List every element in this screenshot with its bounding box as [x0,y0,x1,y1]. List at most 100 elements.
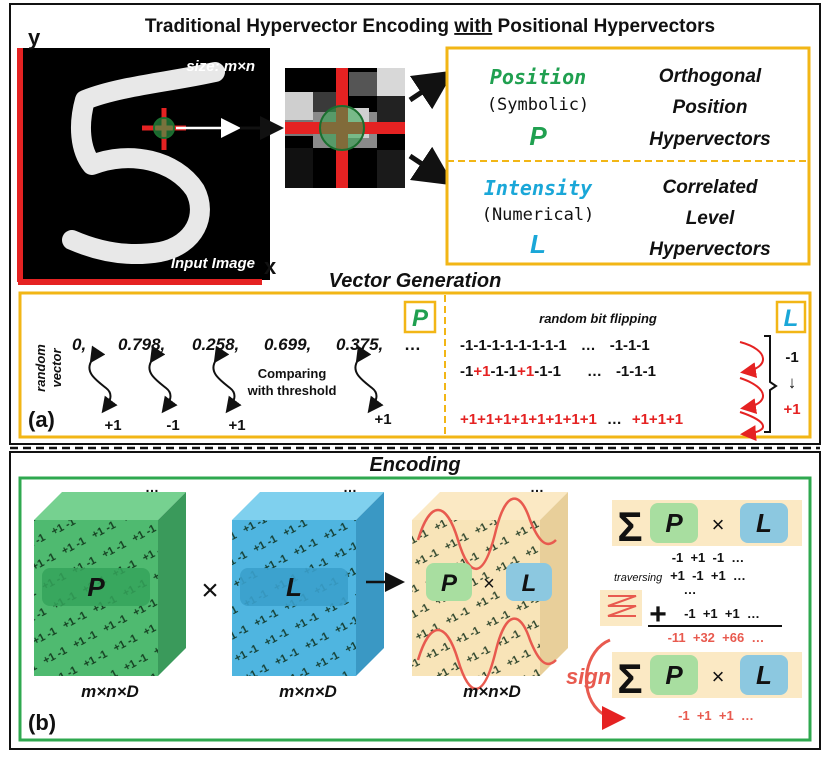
final-row: -1 +1 +1 … [678,708,754,723]
position-word: Position [490,65,586,89]
cube-pxl-p-box [426,563,472,601]
encoding-panel [18,476,812,742]
compare-label-2: with threshold [247,383,337,398]
size-label: size: m×n [186,58,255,75]
cube-pxl-p: P [441,570,458,597]
intensity-symbol: L [530,229,546,259]
cube-l: L … m×n×D [232,479,384,701]
sum-top-times: × [712,512,725,537]
cube-pxl-size: m×n×D [463,682,521,701]
cube-p-ellipsis: … [145,479,159,495]
compare-label-1: Comparing [258,366,327,381]
sum-bottom-times: × [712,664,725,689]
result-1: +1 [104,417,121,434]
multiply-symbol: × [201,574,219,607]
flip-arrow-2 [739,377,764,415]
intensity-desc-1: Correlated [662,177,757,198]
traversal-wave-top [416,497,557,571]
x-axis-label: x [264,254,277,279]
cube-l-ellipsis: … [343,479,357,495]
compare-arrow-2 [148,345,178,414]
rand-num-1: 0, [72,335,86,354]
figure-title: Traditional Hypervector Encoding with Po… [145,16,715,37]
sum-bottom-p: P [665,660,683,690]
rand-num-ellipsis: … [404,335,421,354]
intensity-word: Intensity [484,176,593,200]
position-kind: (Symbolic) [487,95,589,115]
selected-pixel-marker [153,117,175,139]
flip-row-3: +1+1+1+1+1+1+1+1…+1+1+1 [460,411,683,428]
vector-generation-title: Vector Generation [329,270,502,292]
range-bottom: +1 [783,401,800,418]
cube-pxl-l: L [522,570,537,597]
arrow-to-intensity [408,146,455,186]
p-badge [403,300,437,334]
cube-pxl-l-box [506,563,552,601]
sign-arrow [584,638,626,730]
traversing-icon [607,595,637,617]
position-desc-2: Position [673,97,748,118]
sign-label: sign [566,664,611,689]
compare-arrow-4 [354,345,384,414]
l-badge [775,300,807,334]
cube-l-symbol: L [286,572,302,602]
panel-a-label: (a) [28,407,55,432]
intensity-kind: (Numerical) [482,205,595,225]
sum-bottom-l: L [756,660,772,690]
l-badge-text: L [784,305,799,332]
cube-p-size: m×n×D [81,682,139,701]
position-symbol: P [529,121,547,151]
cube-pxl-ellipsis: … [530,479,544,495]
plus-sign: + [649,598,667,631]
sum-top-p: P [665,508,683,538]
input-image-label: Input Image [171,255,255,272]
rand-num-5: 0.375, [336,335,383,354]
cube-pxl-times: × [483,573,495,595]
flip-row-1: -1-1-1-1-1-1-1-1…-1-1-1 [460,337,650,354]
bottom-frame [9,451,821,750]
digit-stroke [62,62,225,265]
position-desc-1: Orthogonal [659,66,762,87]
random-vector-label-1: random [33,344,48,392]
input-image-panel: y x size: m×n Input Image [17,25,277,285]
flip-arrow-3 [739,411,764,442]
sum-result-row: -11 +32 +66 … [668,630,765,645]
result-3: +1 [228,417,245,434]
zoomed-patch [285,68,405,188]
arrow-to-position [408,70,455,110]
range-top: -1 [785,349,798,366]
traversing-label: traversing [614,572,663,584]
rand-num-3: 0.258, [192,335,239,354]
sum-top-l: L [756,508,772,538]
y-axis-label: y [28,25,41,50]
compare-arrow-1 [88,345,118,414]
compare-arrow-3 [212,345,242,414]
result-4: +1 [374,411,391,428]
intensity-desc-2: Level [686,208,735,229]
rand-num-2: 0.798, [118,335,165,354]
cube-pxl: P × L … m×n×D [412,479,568,701]
range-bracket [764,335,778,433]
sum-symbol-top: Σ [617,503,642,550]
range-arrow: ↓ [788,373,797,392]
property-box: Position (Symbolic) P Orthogonal Positio… [445,46,811,266]
panel-b-label: (b) [28,710,56,735]
sum-row-3: -1 +1 +1 … [684,606,760,621]
cube-p: P … m×n×D [34,479,186,701]
flip-arrow-1 [739,341,764,379]
position-desc-3: Hypervectors [649,129,770,150]
sum-row-dots: … [684,582,697,597]
flip-title: random bit flipping [539,311,657,326]
p-badge-text: P [412,305,429,332]
flip-row-2: -1+1-1-1+1-1-1…-1-1-1 [460,363,656,380]
result-2: -1 [166,417,179,434]
rand-num-4: 0.699, [264,335,311,354]
summation-panel: Σ P × L -1 +1 -1 … +1 -1 +1 … … traversi… [566,500,802,730]
sum-symbol-bottom: Σ [617,655,642,702]
vector-generation-panel: (a) random vector 0, 0.798, 0.258, 0.699… [18,291,812,442]
cube-p-symbol: P [87,572,105,602]
sum-row-1: -1 +1 -1 … [672,550,745,565]
random-vector-label-2: vector [49,348,64,388]
